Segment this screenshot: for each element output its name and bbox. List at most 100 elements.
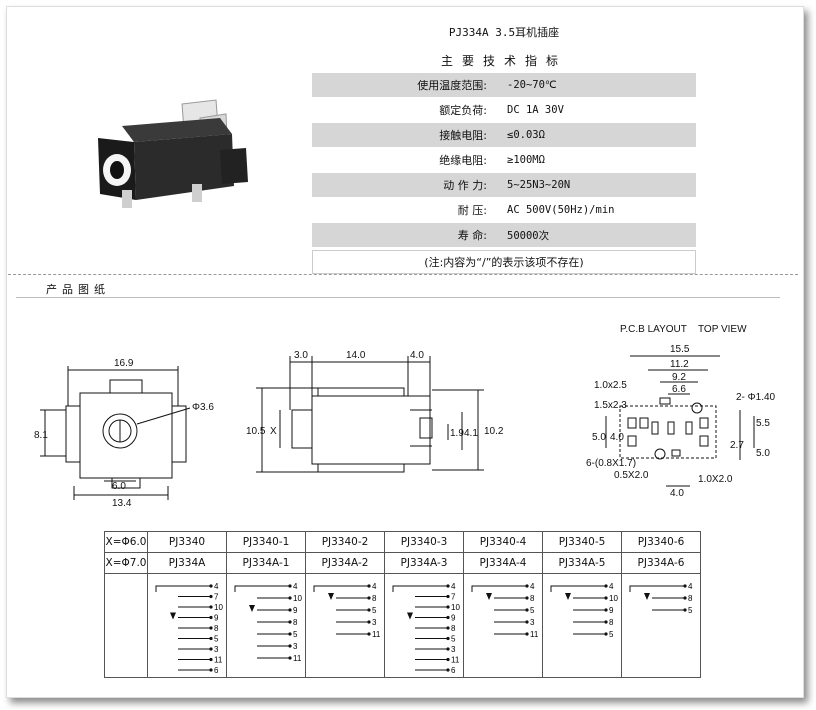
front-dim: 8.1 bbox=[34, 430, 48, 441]
schematic-pin-label: 8 bbox=[372, 594, 377, 603]
schematic-pin-label: 10 bbox=[214, 603, 223, 612]
spec-value: -20~70℃ bbox=[493, 73, 696, 98]
variant-row-phi60: X=Φ6.0 PJ3340 PJ3340-1 PJ3340-2 PJ3340-3… bbox=[104, 531, 701, 553]
schematic-pin-label: 3 bbox=[530, 618, 535, 627]
schematic-contact bbox=[565, 593, 571, 600]
schematic-pin bbox=[683, 596, 687, 600]
schematic-pin-label: 10 bbox=[293, 594, 302, 603]
side-dim: 10.5 bbox=[246, 426, 266, 437]
spec-row: 动 作 力:5~25N3~20N bbox=[312, 172, 696, 198]
schematic-pin-label: 4 bbox=[530, 582, 535, 591]
spec-row: 接触电阻:≤0.03Ω bbox=[312, 122, 696, 148]
side-dim: 4.0 bbox=[410, 350, 424, 361]
spec-table: 使用温度范围:-20~70℃ 额定负荷:DC 1A 30V 接触电阻:≤0.03… bbox=[312, 73, 696, 248]
variant-model: PJ334A-4 bbox=[463, 552, 543, 574]
schematic-pin bbox=[288, 656, 292, 660]
schematic-pin bbox=[209, 668, 213, 672]
variant-model: PJ334A-3 bbox=[384, 552, 464, 574]
section-divider bbox=[8, 274, 798, 275]
variant-size-label: X=Φ6.0 bbox=[104, 531, 148, 553]
schematic-pin bbox=[446, 647, 450, 651]
schematic-pin bbox=[209, 647, 213, 651]
schematic-pin-label: 3 bbox=[451, 645, 456, 654]
schematic-pin bbox=[288, 584, 292, 588]
schematic-pin bbox=[604, 632, 608, 636]
front-dim: 6.0 bbox=[112, 481, 126, 492]
spec-label: 寿 命: bbox=[312, 222, 493, 248]
pcb-view: TOP VIEW bbox=[698, 324, 747, 335]
side-dim: 10.2 bbox=[484, 426, 504, 437]
spec-value: DC 1A 30V bbox=[493, 97, 696, 123]
variant-model: PJ334A-2 bbox=[305, 552, 385, 574]
product-photo bbox=[98, 99, 248, 208]
schematic-pin bbox=[525, 584, 529, 588]
schematic-pin bbox=[288, 632, 292, 636]
schematic-pin-label: 5 bbox=[609, 630, 614, 639]
schematic-pin-label: 8 bbox=[609, 618, 614, 627]
schematic-pin bbox=[209, 626, 213, 630]
spec-value: ≥100MΩ bbox=[493, 147, 696, 173]
schematic-bracket bbox=[234, 585, 289, 592]
schematic-pin bbox=[604, 608, 608, 612]
schematic-pin bbox=[288, 608, 292, 612]
variant-row-phi70: X=Φ7.0 PJ334A PJ334A-1 PJ334A-2 PJ334A-3… bbox=[104, 552, 701, 574]
section-rule bbox=[16, 297, 780, 298]
schematic-pin bbox=[604, 596, 608, 600]
schematic-bracket bbox=[313, 585, 368, 592]
front-dim: Φ3.6 bbox=[192, 402, 214, 413]
schematic-pin-label: 5 bbox=[293, 630, 298, 639]
schematic-pin bbox=[288, 620, 292, 624]
spec-row: 额定负荷:DC 1A 30V bbox=[312, 97, 696, 123]
spec-row: 绝缘电阻:≥100MΩ bbox=[312, 147, 696, 173]
spec-label: 接触电阻: bbox=[312, 122, 493, 148]
schematic-bracket bbox=[471, 585, 526, 592]
schematic-pin bbox=[446, 594, 450, 599]
schematic-pin-label: 5 bbox=[214, 635, 219, 644]
schematic-pin-label: 3 bbox=[372, 618, 377, 627]
schematic-contact bbox=[328, 593, 334, 600]
front-view bbox=[40, 366, 191, 500]
pcb-dim: 2- Φ1.40 bbox=[736, 392, 776, 403]
pcb-dim: 15.5 bbox=[670, 344, 690, 355]
schematic-pin-label: 4 bbox=[451, 582, 456, 591]
schematic-diagram: 485 bbox=[629, 582, 693, 615]
variant-model: PJ334A bbox=[147, 552, 227, 574]
schematic-pin bbox=[525, 596, 529, 600]
schematic-pin bbox=[209, 594, 213, 599]
schematic-pin-label: 8 bbox=[293, 618, 298, 627]
schematic-pin-label: 4 bbox=[214, 582, 219, 591]
schematic-bracket bbox=[392, 585, 447, 592]
schematic-pin-label: 5 bbox=[688, 606, 693, 615]
schematic-pin bbox=[525, 632, 529, 636]
variant-model: PJ3340-4 bbox=[463, 531, 543, 553]
schematic-pin-label: 7 bbox=[451, 593, 456, 602]
schematic-pin-label: 5 bbox=[530, 606, 535, 615]
schematic-pin-label: 4 bbox=[609, 582, 614, 591]
schematic-pin bbox=[367, 596, 371, 600]
schematic-bracket bbox=[155, 585, 210, 592]
front-dim: 13.4 bbox=[112, 498, 132, 509]
schematic-contact bbox=[407, 612, 413, 620]
schematic-bracket bbox=[629, 585, 684, 592]
spec-row: 使用温度范围:-20~70℃ bbox=[312, 73, 696, 98]
pcb-dim: 1.5x2.3 bbox=[594, 400, 627, 411]
schematic-pin-label: 5 bbox=[372, 606, 377, 615]
pcb-dim: 5.0 bbox=[592, 432, 606, 443]
schematic-pin-label: 3 bbox=[214, 645, 219, 654]
variant-model: PJ3340-2 bbox=[305, 531, 385, 553]
schematic-pin bbox=[367, 584, 371, 588]
variant-size-label: X=Φ7.0 bbox=[104, 552, 148, 574]
pcb-dim: 9.2 bbox=[672, 372, 686, 383]
pcb-dim: 11.2 bbox=[670, 359, 689, 370]
pcb-dim: 1.0X2.0 bbox=[698, 474, 733, 485]
